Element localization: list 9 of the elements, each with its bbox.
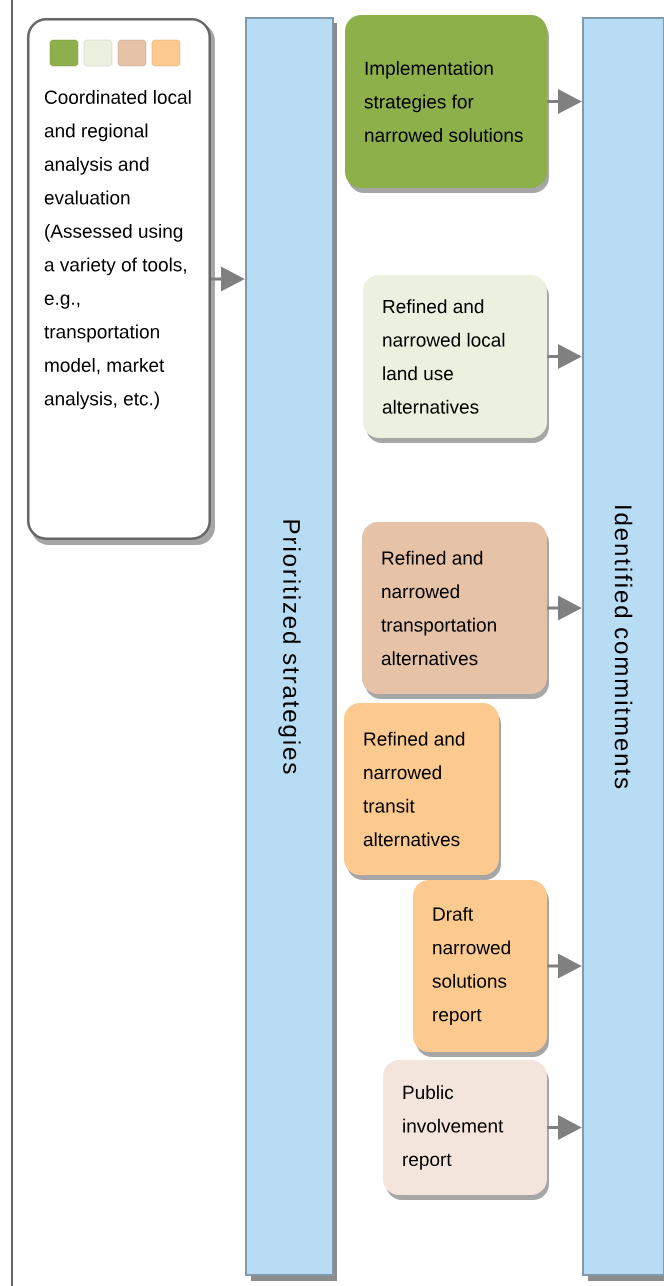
process-box: Implementation strategies for narrowed solutions bbox=[345, 15, 549, 193]
vertical-bar: Identified commitments bbox=[582, 17, 664, 1281]
process-box: Refined and narrowed transportation alternatives bbox=[362, 522, 549, 699]
legend-card: Coordinated local and regional analysis and evaluation (Assessed using a variety of tools, e.g., transportation model, market analysis, etc.) bbox=[27, 18, 215, 545]
process-box: Refined and narrowed local land use alternatives bbox=[363, 275, 549, 443]
process-box: Public involvement report bbox=[383, 1060, 549, 1200]
vertical-bar: Prioritized strategies bbox=[245, 17, 337, 1281]
process-box: Draft narrowed solutions report bbox=[413, 880, 549, 1057]
process-box: Refined and narrowed transit alternatives bbox=[344, 703, 501, 880]
